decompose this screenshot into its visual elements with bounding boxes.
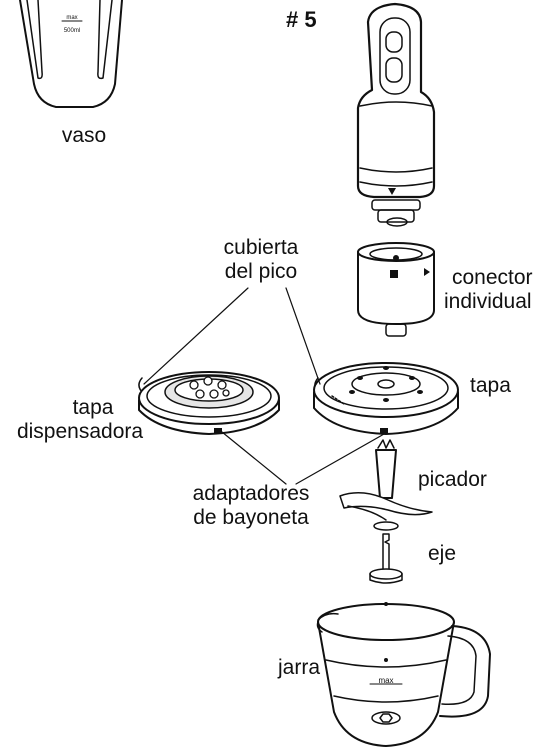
jug-part: max <box>316 602 491 747</box>
jarra-label: jarra <box>278 656 321 679</box>
figure-number: # 5 <box>286 7 317 32</box>
vaso-beaker: max 500ml <box>19 0 123 108</box>
tapa-dispensadora-label-line1: tapa <box>72 396 114 419</box>
bayonet-notch-icon <box>214 428 222 434</box>
leader-lines <box>143 287 385 485</box>
eje-label: eje <box>428 542 457 565</box>
bayonet-notch-icon-2 <box>380 428 388 434</box>
cubierta-label: cubierta del pico <box>206 236 316 284</box>
lock-arrow-icon <box>424 268 430 276</box>
tapa-dispensadora-label: tapa dispensadora <box>0 396 160 444</box>
motor-unit <box>356 2 436 227</box>
dispenser-lid <box>138 371 280 435</box>
vaso-max-mark: max <box>66 15 77 21</box>
shaft-part <box>369 533 403 584</box>
vaso-label: vaso <box>61 124 107 147</box>
connector-part <box>357 242 435 337</box>
conector-label-line2: individual <box>444 290 532 313</box>
lock-square-icon <box>390 270 398 278</box>
adaptadores-label: adaptadores de bayoneta <box>176 482 326 530</box>
tapa-label: tapa <box>470 374 511 397</box>
conector-label: conector individual <box>444 266 544 314</box>
chopper-blade <box>339 439 433 531</box>
cubierta-label-line1: cubierta <box>223 236 299 259</box>
conector-label-line1: conector <box>452 266 533 289</box>
adaptadores-label-line1: adaptadores <box>192 482 310 505</box>
jug-max-mark: max <box>378 676 393 685</box>
vaso-volume-mark: 500ml <box>64 28 80 34</box>
tapa-dispensadora-label-line2: dispensadora <box>16 420 144 443</box>
chopper-lid <box>313 362 459 435</box>
picador-label: picador <box>418 468 487 491</box>
adaptadores-label-line2: de bayoneta <box>193 506 309 529</box>
align-arrow-icon <box>388 188 396 195</box>
cubierta-label-line2: del pico <box>224 260 298 283</box>
